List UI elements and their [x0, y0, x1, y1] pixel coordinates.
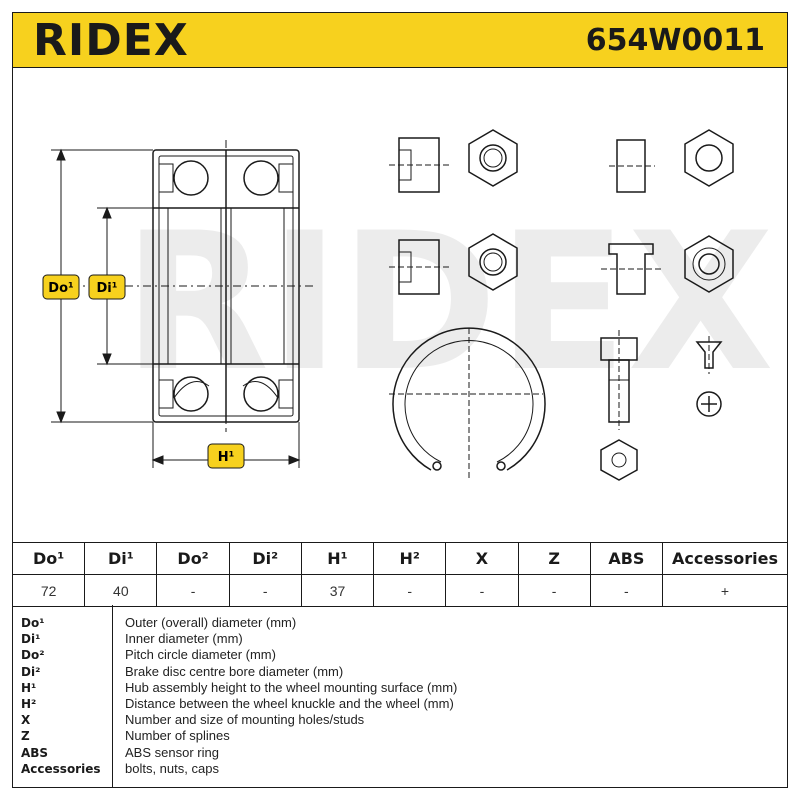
dimension-lines [51, 148, 301, 468]
spec-value-cell: + [662, 574, 788, 607]
legend-key: ABS [21, 745, 49, 760]
legend-key: Z [21, 729, 30, 744]
svg-text:Do¹: Do¹ [48, 281, 73, 296]
legend-row: Accessories bolts, nuts, caps [13, 761, 789, 777]
drawing-canvas: RIDEX [42, 129, 774, 481]
spec-value-cell: 40 [84, 574, 158, 607]
circlip-icon [389, 327, 546, 478]
legend-key: Accessories [21, 761, 101, 776]
nut-section-icon [389, 137, 449, 193]
hex-nut-icon [684, 235, 734, 293]
legend-row: H² Distance between the wheel knuckle and… [13, 696, 789, 712]
spec-column-header: Do² [156, 542, 230, 575]
legend-row: H¹ Hub assembly height to the wheel mount… [13, 680, 789, 696]
dimension-badge-do: Do¹ [42, 274, 80, 300]
legend-description: Brake disc centre bore diameter (mm) [125, 663, 344, 679]
legend-description: Inner diameter (mm) [125, 631, 243, 647]
legend-divider [112, 605, 113, 787]
svg-text:Di¹: Di¹ [97, 281, 118, 296]
technical-drawing: RIDEX [12, 68, 788, 542]
legend-row: X Number and size of mounting holes/studs [13, 712, 789, 728]
spec-value-cell: - [373, 574, 447, 607]
nut-section-icon [609, 139, 655, 193]
legend-description: Hub assembly height to the wheel mountin… [125, 679, 458, 695]
spec-value-cell: 37 [300, 574, 375, 607]
spec-column-header: Di¹ [84, 542, 158, 575]
legend-key: Do¹ [21, 616, 45, 630]
dimension-badge-di: Di¹ [88, 274, 126, 300]
spec-value-cell: - [156, 574, 230, 607]
bolt-icon [600, 330, 638, 481]
spec-value-cell: - [228, 574, 302, 607]
legend-description: Distance between the wheel knuckle and t… [125, 696, 454, 711]
spec-column-header: H² [373, 542, 447, 575]
spec-value-cell: - [445, 574, 519, 607]
legend-key: Do² [21, 648, 45, 663]
spec-value-cell: - [517, 574, 591, 607]
spec-column-header: ABS [589, 542, 664, 575]
legend-row: Do² Pitch circle diameter (mm) [13, 647, 789, 663]
nut-section-icon [601, 243, 661, 295]
legend-description: ABS sensor ring [125, 744, 219, 760]
screw-icon [695, 336, 723, 417]
legend-row: Di¹ Inner diameter (mm) [13, 631, 789, 647]
legend-row: Z Number of splines [13, 728, 789, 744]
legend-row: ABS ABS sensor ring [13, 745, 789, 761]
legend-key: H² [21, 697, 37, 711]
legend-row: Do¹ Outer (overall) diameter (mm) [13, 615, 789, 631]
brand-logo: RIDEX [33, 15, 189, 66]
legend-row: Di² Brake disc centre bore diameter (mm) [13, 664, 789, 680]
legend-description: bolts, nuts, caps [125, 760, 219, 776]
spec-column-header: Do¹ [11, 542, 86, 575]
dimension-badge-h: H¹ [207, 443, 245, 469]
spec-column-header: Di² [228, 542, 302, 575]
legend-key: H¹ [21, 680, 37, 695]
legend-description: Number of splines [125, 728, 230, 744]
part-number: 654W0011 [585, 23, 765, 58]
hex-nut-icon [468, 233, 518, 291]
header-bar: RIDEX 654W0011 [12, 12, 788, 68]
legend-key: X [21, 713, 31, 728]
spec-column-header: Z [517, 542, 591, 575]
spec-value-cell: - [589, 574, 664, 607]
spec-column-header: Accessories [662, 542, 788, 575]
legend-description: Outer (overall) diameter (mm) [125, 615, 297, 630]
legend-key: Di¹ [21, 632, 41, 647]
spec-value-cell: 72 [11, 574, 86, 607]
legend-key: Di² [21, 664, 41, 679]
hex-nut-icon [684, 129, 734, 187]
spec-column-header: X [445, 542, 519, 575]
hex-nut-icon [468, 129, 518, 187]
svg-text:H¹: H¹ [218, 450, 235, 465]
spec-column-header: H¹ [300, 542, 375, 575]
nut-section-icon [389, 239, 449, 295]
legend-panel: Do¹ Outer (overall) diameter (mm) Di¹ Inner… [12, 605, 788, 788]
legend-description: Number and size of mounting holes/studs [125, 712, 365, 728]
legend-description: Pitch circle diameter (mm) [125, 647, 276, 663]
